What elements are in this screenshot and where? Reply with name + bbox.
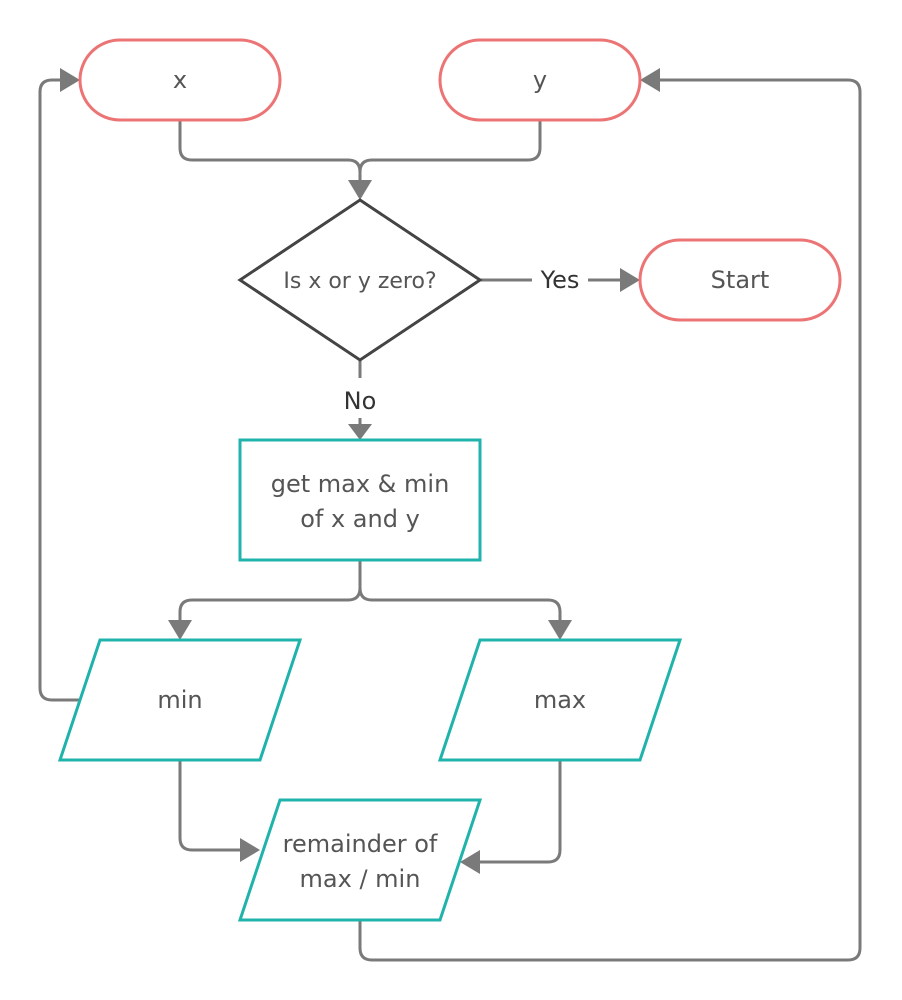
node-remainder[interactable]: remainder of max / min — [237, 798, 483, 922]
node-max[interactable]: max — [437, 638, 683, 762]
node-decision-label: Is x or y zero? — [283, 269, 436, 294]
arrowhead-into-remainder-left — [240, 838, 260, 862]
arrowhead-into-remainder-right — [460, 850, 480, 874]
node-min-label: min — [157, 686, 202, 714]
node-y-label: y — [533, 66, 547, 94]
node-x-shape — [78, 38, 282, 122]
node-remainder-shape — [237, 798, 483, 922]
connector-y-to-decision — [358, 120, 542, 173]
node-decision[interactable]: Is x or y zero? — [237, 198, 483, 362]
node-min-shape — [57, 638, 303, 762]
connector-remainder-to-y — [358, 78, 862, 962]
arrowhead-into-x — [60, 68, 80, 92]
arrowhead-into-start — [620, 268, 640, 292]
node-process-shape — [238, 438, 482, 562]
node-process-label-line2: of x and y — [300, 505, 420, 533]
arrowhead-into-process — [348, 424, 372, 440]
node-process[interactable]: get max & min of x and y — [238, 438, 482, 562]
node-decision-shape — [237, 198, 483, 362]
node-remainder-label-line2: max / min — [300, 865, 421, 893]
node-start-label: Start — [711, 266, 770, 294]
node-max-label: max — [534, 686, 586, 714]
node-max-shape — [437, 638, 683, 762]
node-start-shape — [638, 238, 842, 322]
node-min[interactable]: min — [57, 638, 303, 762]
connectors — [38, 68, 862, 962]
connector-min-to-remainder — [178, 760, 242, 852]
node-y-shape — [438, 38, 642, 122]
connector-x-to-decision — [178, 120, 362, 184]
node-start[interactable]: Start — [638, 238, 842, 322]
connector-min-to-x — [38, 78, 80, 702]
edge-label-yes: Yes — [540, 266, 580, 294]
node-process-label-line1: get max & min — [271, 470, 450, 498]
node-y[interactable]: y — [438, 38, 642, 122]
arrowhead-into-max — [548, 620, 572, 640]
edge-label-no: No — [344, 387, 377, 415]
connector-max-to-remainder — [478, 760, 562, 864]
node-x-label: x — [173, 66, 187, 94]
connector-process-to-min — [178, 560, 362, 622]
arrowhead-into-min — [168, 620, 192, 640]
arrowhead-into-decision — [348, 180, 372, 200]
node-x[interactable]: x — [78, 38, 282, 122]
connector-process-to-max — [358, 587, 562, 622]
arrowhead-into-y — [640, 68, 660, 92]
node-remainder-label-line1: remainder of — [283, 830, 438, 858]
